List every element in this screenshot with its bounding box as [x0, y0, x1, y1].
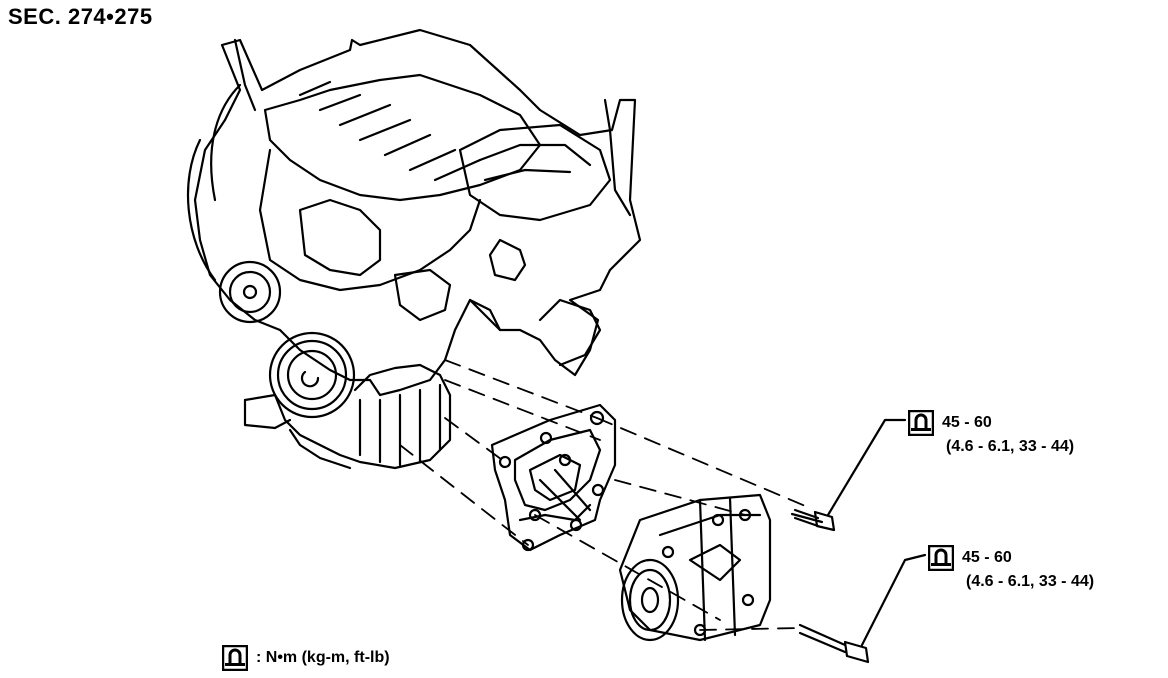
torque-wrench-icon — [928, 545, 954, 571]
upper-bolt — [790, 418, 907, 532]
lower-bolt — [798, 553, 927, 664]
engine-block — [186, 28, 642, 397]
ac-compressor — [618, 493, 772, 642]
torque-wrench-icon — [908, 410, 934, 436]
torque-conversion: (4.6 - 6.1, 33 - 44) — [946, 438, 1075, 455]
torque-value: 45 - 60 — [962, 549, 1012, 566]
crank-pulley — [268, 331, 356, 419]
torque-value: 45 - 60 — [942, 414, 992, 431]
compressor-bracket — [490, 403, 617, 552]
torque-spec-lower: 45 - 60 (4.6 - 6.1, 33 - 44) — [928, 545, 1094, 593]
idler-pulley — [218, 260, 282, 324]
oil-pan — [243, 363, 452, 470]
torque-spec-upper: 45 - 60 (4.6 - 6.1, 33 - 44) — [908, 410, 1074, 458]
section-title: SEC. 274•275 — [8, 4, 153, 29]
assembly-guide-lines — [399, 359, 811, 631]
torque-conversion: (4.6 - 6.1, 33 - 44) — [966, 573, 1095, 590]
units-legend-text: : N•m (kg-m, ft-lb) — [256, 649, 390, 666]
units-legend: : N•m (kg-m, ft-lb) — [222, 645, 390, 671]
torque-wrench-icon — [222, 645, 248, 671]
